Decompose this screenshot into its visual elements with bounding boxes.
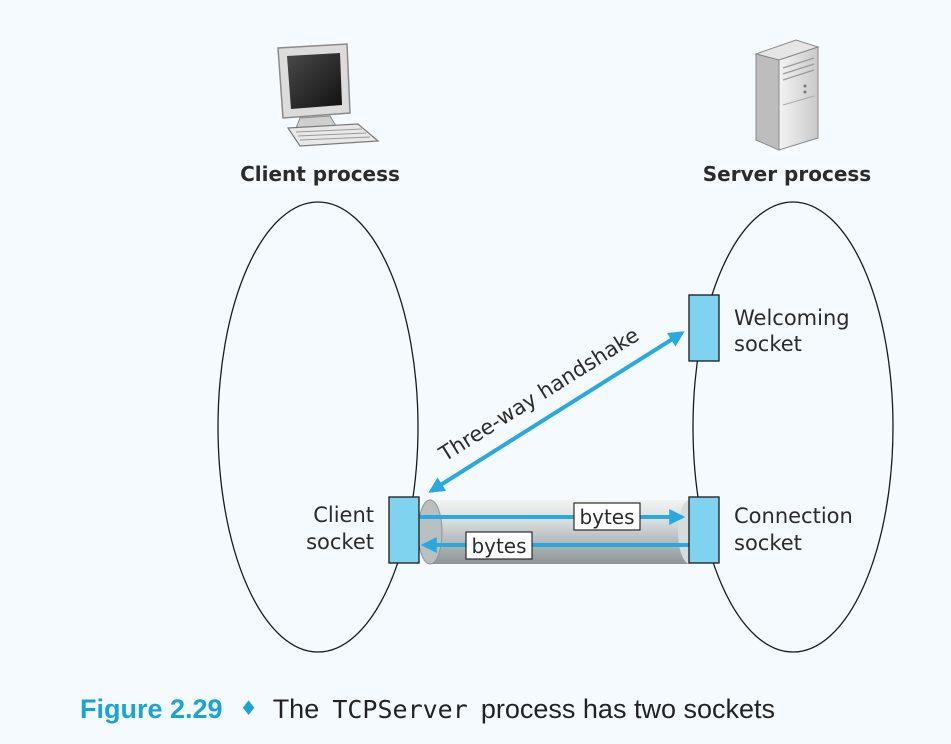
client-socket: [388, 496, 420, 564]
server-process-title: Server process: [703, 162, 871, 186]
client-socket-label-line1: Client: [313, 503, 374, 527]
client-socket-label-line2: socket: [306, 530, 374, 554]
svg-text:bytes: bytes: [471, 534, 526, 558]
caption-text-after: process has two sockets: [481, 694, 775, 724]
welcoming-socket-label-line1: Welcoming: [734, 306, 850, 330]
connection-socket: [688, 496, 720, 564]
tcp-connection-pipe: [417, 499, 702, 565]
caption-code: TCPServer: [332, 695, 467, 724]
desktop-computer-icon: [277, 43, 380, 147]
figure-number: Figure 2.29: [80, 694, 223, 724]
welcoming-socket-label-line2: socket: [734, 332, 802, 356]
connection-socket-label-line2: socket: [734, 531, 802, 555]
client-process-boundary: [217, 201, 419, 653]
svg-text:Figure 2.29 ♦ The: Figure 2.29 ♦ The TCPServer process has …: [80, 694, 775, 724]
bytes-label-back: bytes: [465, 531, 533, 560]
bytes-label-forward: bytes: [573, 502, 641, 531]
server-tower-icon: [754, 39, 820, 151]
caption-separator: ♦: [240, 696, 258, 720]
connection-socket-label-line1: Connection: [734, 504, 853, 528]
server-process-boundary: [692, 201, 894, 653]
caption-text-before: The: [273, 694, 320, 724]
welcoming-socket: [688, 294, 720, 362]
client-process-title: Client process: [240, 162, 400, 186]
svg-text:bytes: bytes: [579, 505, 634, 529]
handshake-arrow: [428, 331, 685, 493]
figure-caption: Figure 2.29 ♦ The TCPServer process has …: [80, 694, 775, 724]
handshake-label: Three-way handshake: [434, 323, 643, 467]
